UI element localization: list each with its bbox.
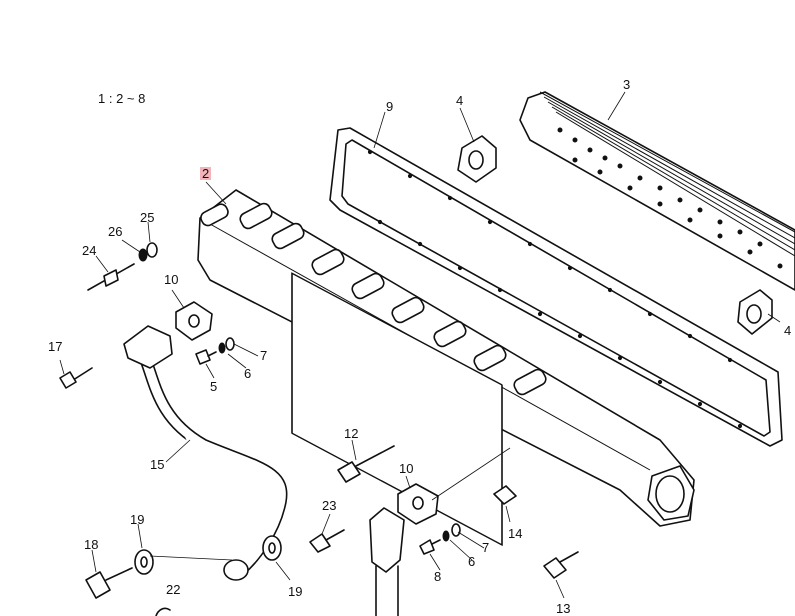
callout-19-upper: 19 [130, 512, 145, 527]
gasket-part-10-lower [397, 483, 439, 525]
bolt-part-17 [59, 367, 93, 389]
bolt-part-12 [337, 445, 395, 483]
flange-gasket-part-4-right [737, 289, 773, 335]
scale-label: 1 : 2 ~ 8 [98, 91, 146, 106]
bolt-part-24 [87, 263, 135, 291]
flange-gasket-part-4-top [457, 135, 497, 183]
nut-part-26 [138, 248, 148, 262]
callout-22: 22 [166, 582, 181, 597]
washer-part-6-7-upper [218, 337, 235, 354]
callout-6-upper: 6 [244, 366, 252, 381]
callout-7-lower: 7 [482, 540, 490, 555]
callout-18: 18 [84, 537, 99, 552]
callout-14: 14 [508, 526, 523, 541]
washer-part-6-7-lower [442, 523, 461, 542]
gasket-part-10-upper [175, 301, 213, 341]
bolt-part-13 [543, 551, 579, 579]
callout-13: 13 [556, 601, 571, 616]
callout-4-top: 4 [456, 93, 464, 108]
callout-3: 3 [623, 77, 631, 92]
callout-4-right: 4 [784, 323, 792, 338]
bolt-part-18 [85, 567, 133, 599]
callout-25: 25 [140, 210, 155, 225]
callout-15: 15 [150, 457, 165, 472]
pipe-part-15 [123, 325, 288, 581]
callout-8: 8 [434, 569, 442, 584]
callout-5: 5 [210, 379, 218, 394]
bolt-part-14 [493, 485, 517, 505]
callout-12: 12 [344, 426, 359, 441]
callout-7-upper: 7 [260, 348, 268, 363]
washer-part-25 [146, 242, 158, 258]
callout-2-highlighted: 2 [200, 166, 212, 181]
callout-10-upper: 10 [164, 272, 179, 287]
cooler-housing-part-2 [197, 189, 695, 546]
bolt-part-22 [155, 607, 171, 616]
cooler-core-part-3 [519, 91, 795, 291]
callout-9: 9 [386, 99, 394, 114]
callout-26: 26 [108, 224, 123, 239]
gasket-part-9 [329, 127, 783, 447]
callout-19-lower: 19 [288, 584, 303, 599]
leader-lines [59, 91, 781, 599]
bolt-part-8 [419, 539, 441, 555]
bolt-part-5 [195, 349, 217, 365]
callout-17: 17 [48, 339, 63, 354]
callout-10-lower: 10 [399, 461, 414, 476]
callout-23: 23 [322, 498, 337, 513]
lower-pipe-fitting [369, 507, 405, 616]
bolt-part-23 [309, 529, 345, 553]
washer-part-19-left [134, 549, 154, 575]
callout-6-lower: 6 [468, 554, 476, 569]
callout-24: 24 [82, 243, 97, 258]
washer-part-19-right [262, 535, 282, 561]
